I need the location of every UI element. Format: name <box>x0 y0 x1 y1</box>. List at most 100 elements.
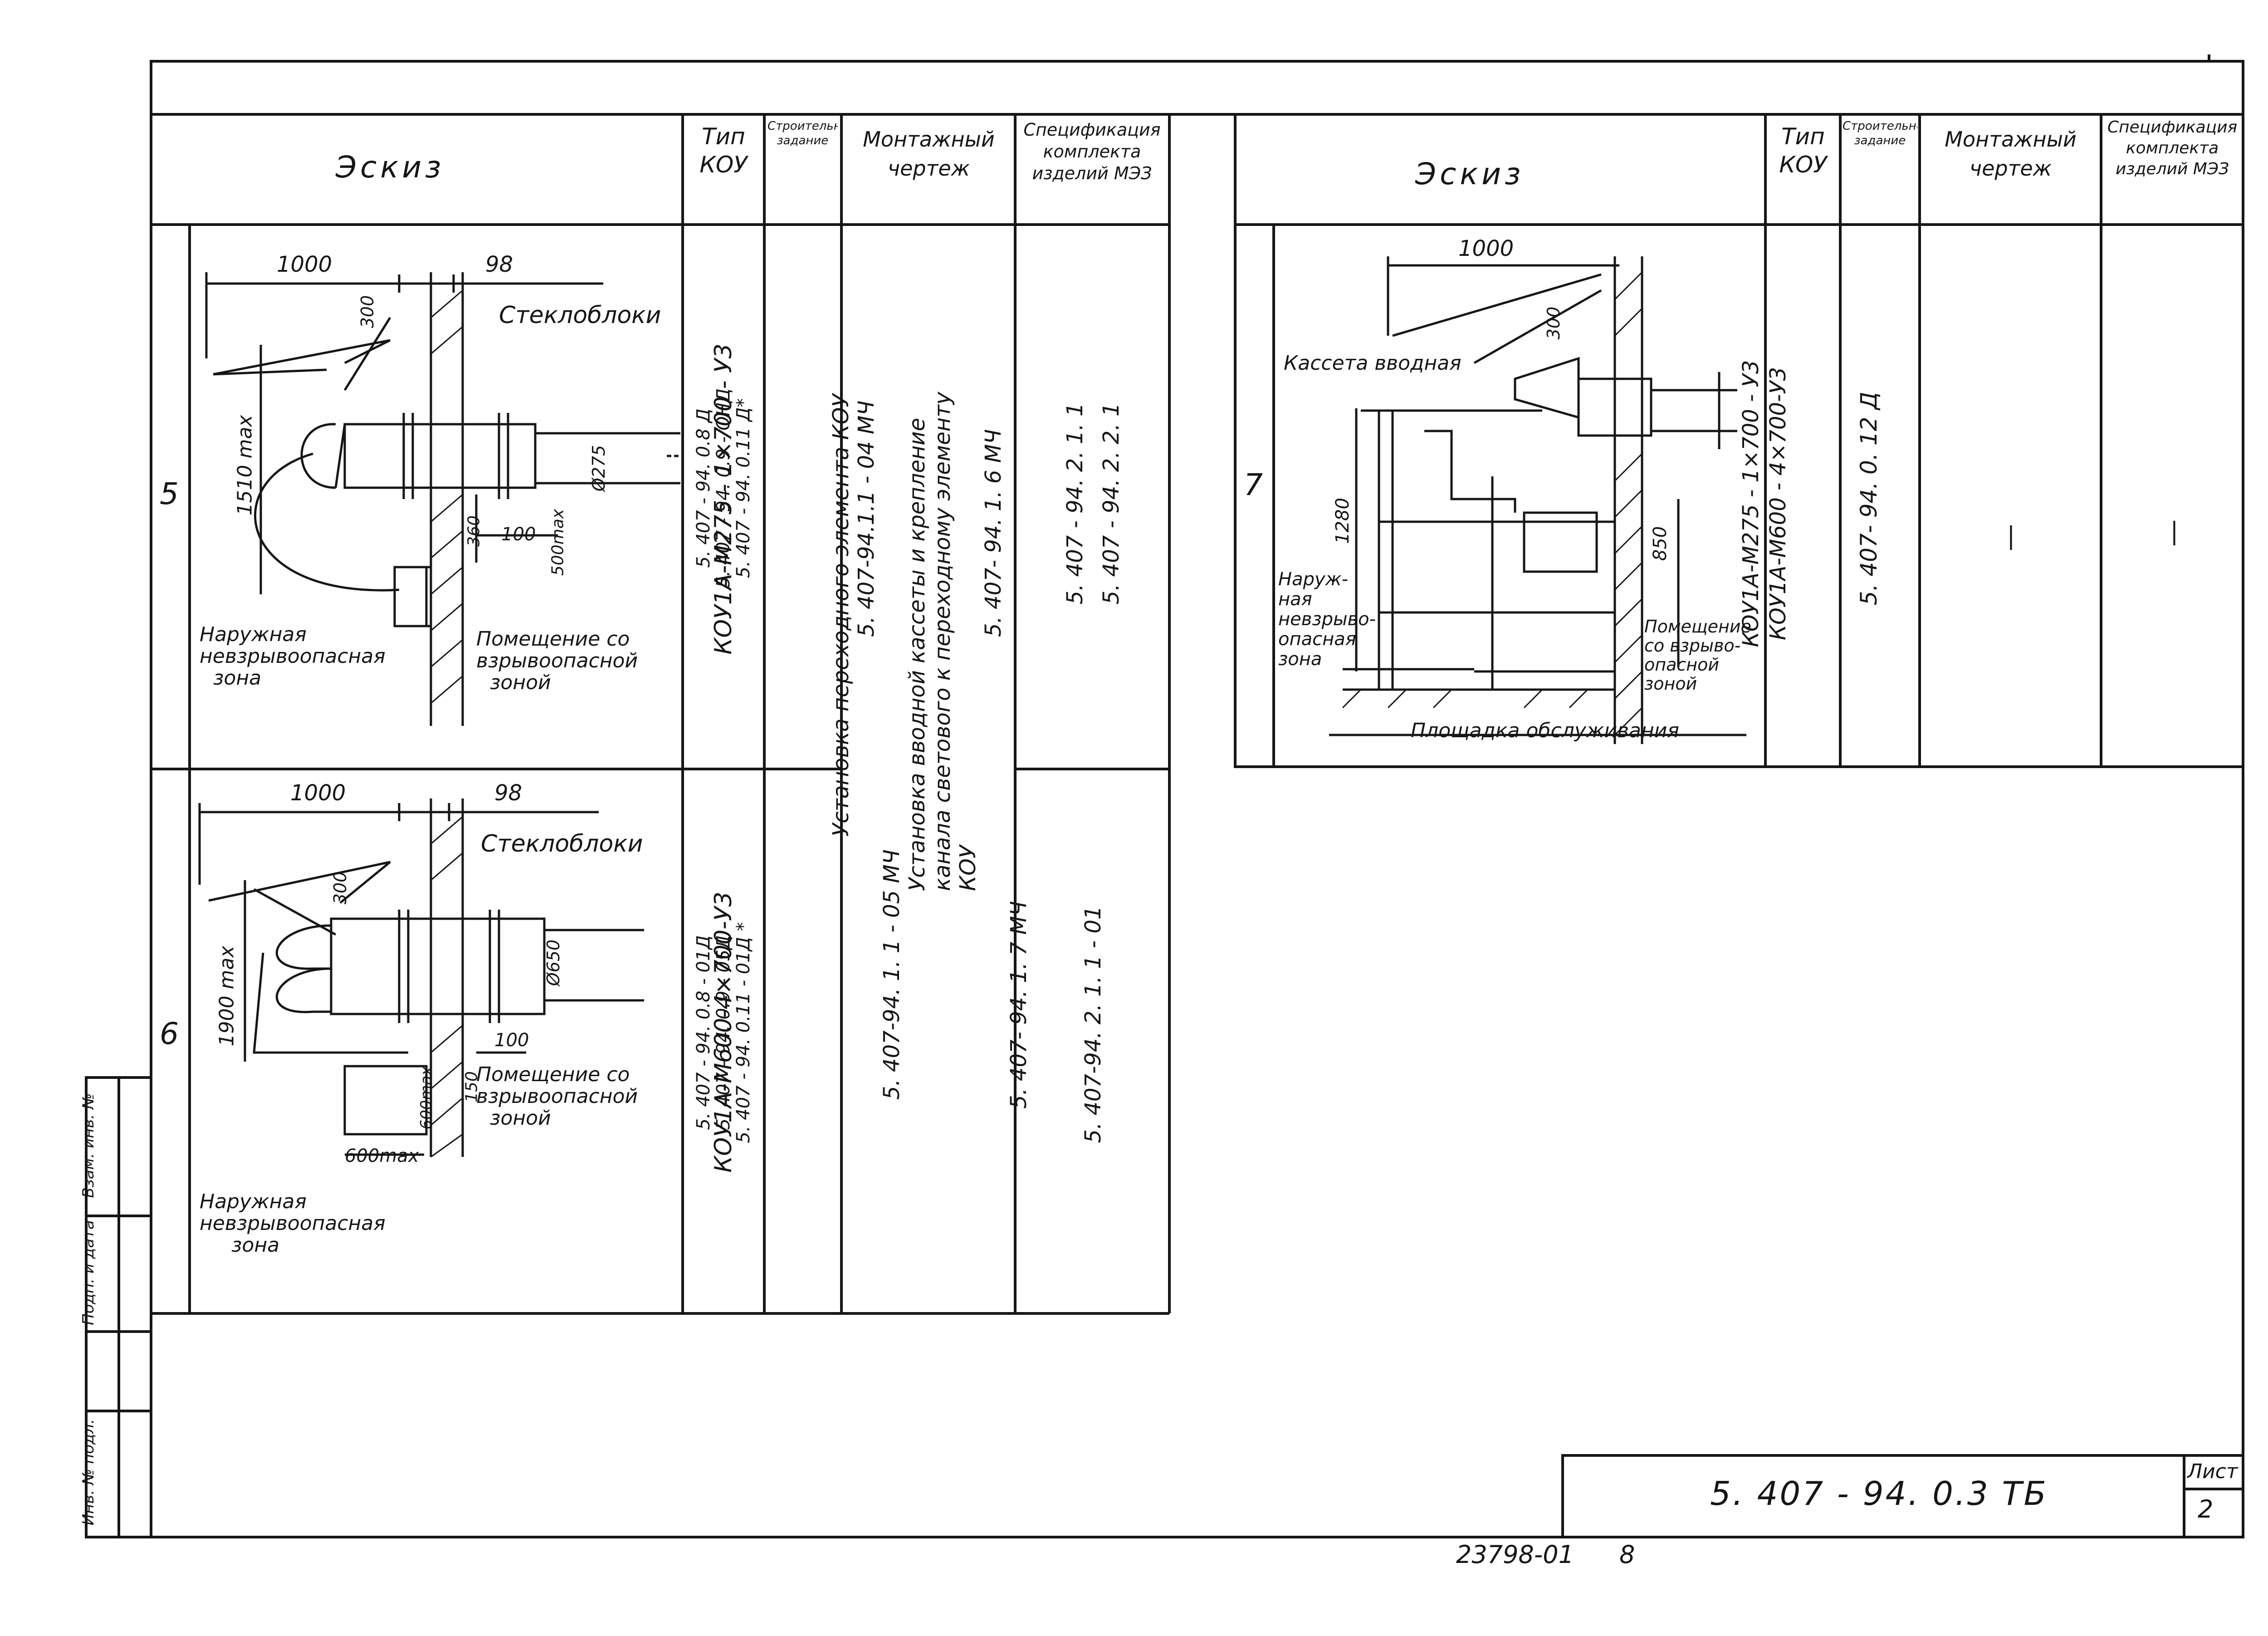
r5-dim-100: 100 <box>501 524 536 545</box>
r6-label-glass: Стеклоблоки <box>481 830 643 857</box>
r5-dim-1000: 1000 <box>277 252 332 277</box>
r5-room-line3: зоной <box>490 671 551 694</box>
montage-line6: 5. 407- 94. 1. 6 МЧ <box>981 429 1006 637</box>
r6-dim-1000: 1000 <box>290 780 346 806</box>
r5-dim-360: 360 <box>464 515 484 547</box>
r6-label-outside: Наружная невзрывоопасная зона <box>200 1191 386 1256</box>
footer-page-number: 8 <box>1619 1540 1635 1569</box>
r5-spec-line1: 5. 407 - 94. 2. 1. 1 <box>1062 402 1088 605</box>
stamp-designation: 5. 407 - 94. 0.3 ТБ <box>1710 1474 2048 1513</box>
montage-line2: 5. 407-94.1.1 - 04 МЧ <box>854 400 879 637</box>
r6-room-line2: взрывоопасной <box>476 1085 638 1108</box>
r7-outside-line4: опасная <box>1278 629 1356 650</box>
header-construction-left: Строительное задание <box>767 119 838 148</box>
header-spec-text: Спецификация комплекта изделий МЭЗ <box>1023 120 1161 183</box>
r6-dim-600h: 600max <box>345 1146 419 1166</box>
r5-dim-height: 1510 max <box>233 415 257 516</box>
r7-montage: — <box>1994 524 2025 551</box>
r6-outside-line2: невзрывоопасная <box>200 1212 386 1235</box>
header-construction-right: Строительное задание <box>1843 119 1917 148</box>
header-montage-right: Монтажный чертеж <box>1923 125 2098 183</box>
header-type-right: Тип КОУ <box>1769 122 1837 179</box>
r6-outside-line1: Наружная <box>200 1190 307 1213</box>
r7-type: КОУ1А-М275 - 1×700 - У3 КОУ1А-М600 - 4×7… <box>1737 358 1792 649</box>
r7-room-line1: Помещение <box>1644 617 1751 637</box>
montage-column: Установка переходного элемента КОУ 5. 40… <box>828 365 1031 1118</box>
r6-constr-line3: 5. 407 - 94. 0.11 - 01Д * <box>733 922 754 1143</box>
footer-archive-number: 23798-01 <box>1456 1540 1574 1569</box>
stamp-sheet-label: Лист <box>2187 1460 2238 1483</box>
r7-dim-1000: 1000 <box>1458 236 1514 261</box>
r6-constr-line1: 5. 407 - 94. 0.8 - 01Д <box>693 935 714 1130</box>
r5-dim-98: 98 <box>485 252 513 277</box>
r5-spec-line2: 5. 407 - 94. 2. 2. 1 <box>1099 402 1124 605</box>
header-sketch-right: Эскиз <box>1415 157 1525 191</box>
r6-dim-600v: 600max <box>417 1066 435 1130</box>
r6-constr-line2: 5. 407 - 94. 0.9 - 05Д <box>713 935 734 1130</box>
r7-label-room: Помещение со взрыво- опасной зоной <box>1644 617 1751 693</box>
montage-line1: Установка переходного элемента КОУ <box>828 394 854 837</box>
r7-spec: — <box>2157 519 2189 547</box>
r7-type-line1: КОУ1А-М275 - 1×700 - У3 <box>1738 360 1764 647</box>
r7-room-line4: зоной <box>1644 674 1697 694</box>
r6-label-room: Помещение со взрывоопасной зоной <box>476 1064 638 1129</box>
r7-type-line2: КОУ1А-М600 - 4×700-У3 <box>1765 367 1791 641</box>
margin-inv-original: Инв. № подл. <box>79 1419 98 1526</box>
row-number-6: 6 <box>160 1016 179 1051</box>
r5-constr-line3: 5. 407 - 94. 0.11 Д* <box>733 398 754 578</box>
r7-label-outside: Наруж- ная невзрыво- опасная зона <box>1278 569 1376 669</box>
r6-room-line3: зоной <box>490 1107 551 1130</box>
header-sketch-left: Эскиз <box>336 150 445 185</box>
header-montage-text: Монтажный чертеж <box>863 127 995 181</box>
r6-dim-100: 100 <box>494 1030 529 1051</box>
r7-room-line3: опасной <box>1644 655 1720 675</box>
r5-construction: 5. 407 - 94. 0.8 Д 5. 407 - 94. 0.9 - ОН… <box>693 370 754 606</box>
r5-room-line1: Помещение со <box>476 627 630 651</box>
r6-dim-height: 1900 max <box>215 945 239 1047</box>
r5-outside-line1: Наружная <box>200 623 307 646</box>
r7-dim-1280: 1280 <box>1332 498 1353 544</box>
r7-outside-line1: Наруж- <box>1278 569 1349 590</box>
r7-dim-850: 850 <box>1650 526 1671 561</box>
r6-dim-diam: Ø650 <box>543 939 563 986</box>
r6-spec: 5. 407-94. 2. 1. 1 - 01 <box>1080 906 1106 1143</box>
r5-dim-diam: Ø275 <box>589 445 609 492</box>
r7-outside-line5: зона <box>1278 649 1322 670</box>
row-number-7: 7 <box>1244 467 1263 502</box>
header-type-right-text: Тип КОУ <box>1779 123 1827 178</box>
r5-label-outside: Наружная невзрывоопасная зона <box>200 624 386 689</box>
r5-label-room: Помещение со взрывоопасной зоной <box>476 628 638 694</box>
r6-dim-98: 98 <box>494 780 523 806</box>
r6-outside-line3: зона <box>231 1234 280 1257</box>
r6-construction: 5. 407 - 94. 0.8 - 01Д 5. 407 - 94. 0.9 … <box>693 910 754 1155</box>
r5-spec: 5. 407 - 94. 2. 1. 1 5. 407 - 94. 2. 2. … <box>1057 377 1129 631</box>
header-construction-text: Строительное задание <box>767 119 838 147</box>
r7-label-platform: Площадка обслуживания <box>1411 719 1679 742</box>
r5-label-glass: Стеклоблоки <box>499 302 661 329</box>
r5-outside-line3: зона <box>213 666 262 690</box>
header-construction-right-text: Строительное задание <box>1843 119 1917 147</box>
r5-constr-line1: 5. 407 - 94. 0.8 Д <box>693 408 714 568</box>
r7-room-line2: со взрыво- <box>1644 636 1741 656</box>
r5-outside-line2: невзрывоопасная <box>200 645 386 668</box>
header-type-left: Тип КОУ <box>687 122 760 179</box>
header-spec-right-text: Спецификация комплекта изделий МЭЗ <box>2107 118 2238 178</box>
margin-sign-date: Подп. и дата <box>79 1220 98 1325</box>
row-number-5: 5 <box>160 476 179 511</box>
montage-line4: Установка вводной кассеты и крепление <box>904 417 930 891</box>
montage-line3: 5. 407-94. 1. 1 - 05 МЧ <box>879 849 904 1100</box>
r7-construction: 5. 407- 94. 0. 12 Д <box>1856 392 1882 606</box>
montage-line7: 5. 407- 94. 1. 7 МЧ <box>1006 901 1031 1109</box>
r6-dim-300: 300 <box>330 871 350 905</box>
r5-constr-line2: 5. 407 - 94. 0.9 - ОНД <box>713 388 734 588</box>
stamp-sheet-number: 2 <box>2198 1495 2214 1523</box>
r5-dim-300: 300 <box>357 295 377 328</box>
r7-dim-300: 300 <box>1544 306 1564 340</box>
montage-line5: канала светового к переходному элементу … <box>930 392 981 891</box>
r5-room-line2: взрывоопасной <box>476 649 638 672</box>
r5-dim-500: 500max <box>548 509 567 576</box>
header-type-text: Тип КОУ <box>699 123 748 178</box>
header-spec-left: Спецификация комплекта изделий МЭЗ <box>1018 119 1166 184</box>
r7-outside-line3: невзрыво- <box>1278 609 1376 630</box>
